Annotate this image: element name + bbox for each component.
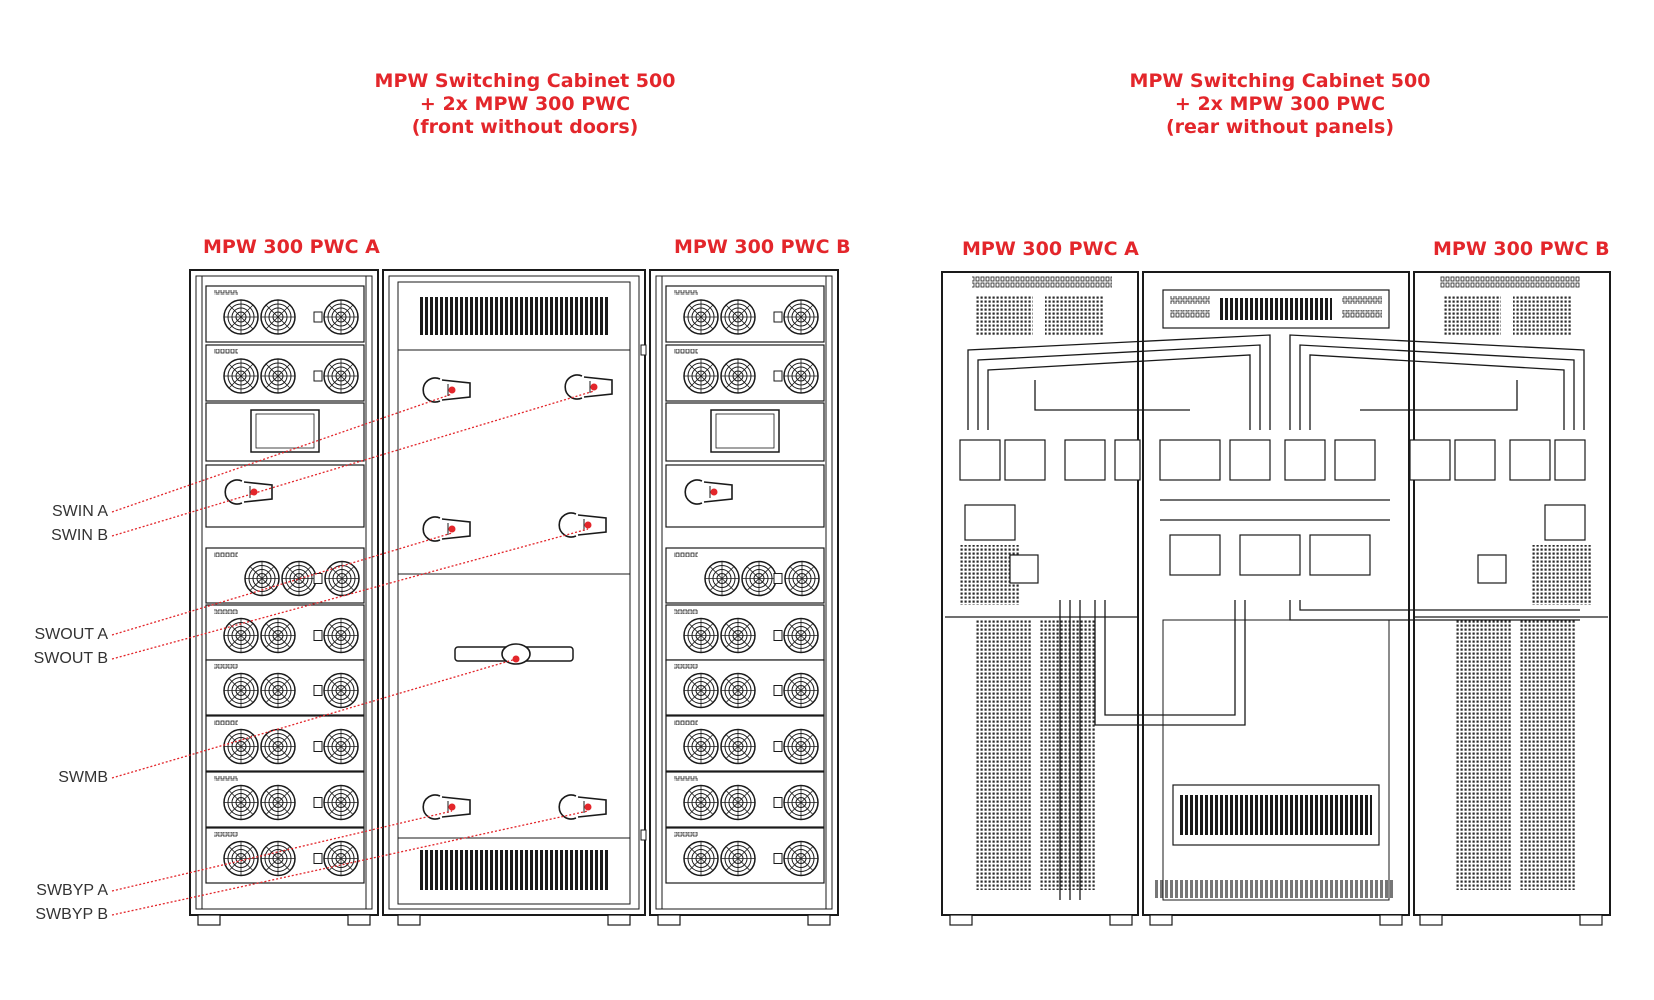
fan-icon xyxy=(783,358,819,394)
rear-view xyxy=(941,271,1611,926)
fan-icon xyxy=(720,728,756,765)
rear-view-title: MPW Switching Cabinet 500 + 2x MPW 300 P… xyxy=(1095,70,1465,139)
front-feet xyxy=(197,914,831,926)
fan-icon xyxy=(783,784,819,821)
power-module-b-2 xyxy=(665,547,825,604)
swmb-switch-icon xyxy=(501,643,531,665)
fan-icon xyxy=(323,840,359,877)
fan-icon xyxy=(683,299,719,335)
fan-icon xyxy=(720,784,756,821)
leader-lines xyxy=(111,390,595,916)
fan-icon xyxy=(783,617,819,654)
fan-icon xyxy=(683,617,719,654)
front-title-line-3: (front without doors) xyxy=(411,116,639,138)
power-module-b-0 xyxy=(665,285,825,343)
fan-icon xyxy=(281,560,317,597)
fan-icon xyxy=(260,728,296,765)
fan-icon xyxy=(223,358,259,394)
fan-icon xyxy=(683,728,719,765)
fan-icon xyxy=(260,672,296,709)
front-view-title: MPW Switching Cabinet 500 + 2x MPW 300 P… xyxy=(340,70,710,139)
fan-icon xyxy=(720,672,756,709)
display-panel-a xyxy=(205,402,365,462)
rear-cabinet-a-label: MPW 300 PWC A xyxy=(962,238,1139,260)
rear-title-line-2: + 2x MPW 300 PWC xyxy=(1174,93,1386,115)
fan-icon xyxy=(683,358,719,394)
front-title-line-2: + 2x MPW 300 PWC xyxy=(419,93,631,115)
fan-icon xyxy=(783,299,819,335)
fan-icon xyxy=(683,784,719,821)
front-modules xyxy=(205,285,825,884)
fan-icon xyxy=(323,358,359,394)
fan-icon xyxy=(324,560,360,597)
fan-icon xyxy=(260,299,296,335)
fan-icon xyxy=(223,728,259,765)
swout-a-label: SWOUT A xyxy=(34,626,109,643)
front-switching-cabinet xyxy=(382,269,647,916)
swin-b-label: SWIN B xyxy=(51,527,108,544)
switch-panel-a xyxy=(205,464,365,528)
fan-icon xyxy=(323,672,359,709)
swin-a-label: SWIN A xyxy=(51,503,108,520)
fan-icon xyxy=(260,358,296,394)
front-cabinet-b-label: MPW 300 PWC B xyxy=(674,236,851,258)
power-module-a-3 xyxy=(205,604,365,661)
fan-icon xyxy=(683,672,719,709)
fan-icon xyxy=(783,672,819,709)
fan-icon xyxy=(720,358,756,394)
fan-icon xyxy=(223,784,259,821)
fan-icon xyxy=(720,299,756,335)
fan-icon xyxy=(260,784,296,821)
swout-b-label: SWOUT B xyxy=(33,650,108,667)
fan-icon xyxy=(720,840,756,877)
swbyp-b-label: SWBYP B xyxy=(35,906,108,923)
fan-icon xyxy=(260,617,296,654)
switch-panel-b xyxy=(665,464,825,528)
fan-icon xyxy=(783,728,819,765)
power-module-b-5 xyxy=(665,715,825,772)
swbyp-b-leader xyxy=(111,810,589,916)
fan-icon xyxy=(720,617,756,654)
swmb-label: SWMB xyxy=(58,769,108,786)
front-title-line-1: MPW Switching Cabinet 500 xyxy=(374,70,676,92)
power-module-a-2 xyxy=(205,547,365,604)
fan-icon xyxy=(323,728,359,765)
rear-title-line-1: MPW Switching Cabinet 500 xyxy=(1129,70,1431,92)
rear-cabinet-b-label: MPW 300 PWC B xyxy=(1433,238,1610,260)
fan-icon xyxy=(784,560,820,597)
fan-icon xyxy=(260,840,296,877)
fan-icon xyxy=(741,560,777,597)
power-module-b-7 xyxy=(665,827,825,884)
power-module-b-1 xyxy=(665,344,825,402)
power-module-a-7 xyxy=(205,827,365,884)
fan-icon xyxy=(704,560,740,597)
display-panel-b xyxy=(665,402,825,462)
fan-icon xyxy=(783,840,819,877)
rear-title-line-3: (rear without panels) xyxy=(1165,116,1395,138)
fan-icon xyxy=(323,617,359,654)
power-module-a-4 xyxy=(205,659,365,716)
fan-icon xyxy=(683,840,719,877)
power-module-b-4 xyxy=(665,659,825,716)
switch-handles xyxy=(224,374,733,820)
power-module-a-0 xyxy=(205,285,365,343)
power-module-a-5 xyxy=(205,715,365,772)
power-module-b-3 xyxy=(665,604,825,661)
power-module-a-6 xyxy=(205,771,365,828)
swbyp-a-label: SWBYP A xyxy=(36,882,108,899)
fan-icon xyxy=(223,672,259,709)
swout-a-leader xyxy=(111,532,453,636)
front-cabinet-a-label: MPW 300 PWC A xyxy=(203,236,380,258)
power-module-a-1 xyxy=(205,344,365,402)
power-module-b-6 xyxy=(665,771,825,828)
fan-icon xyxy=(223,299,259,335)
fan-icon xyxy=(323,299,359,335)
fan-icon xyxy=(323,784,359,821)
